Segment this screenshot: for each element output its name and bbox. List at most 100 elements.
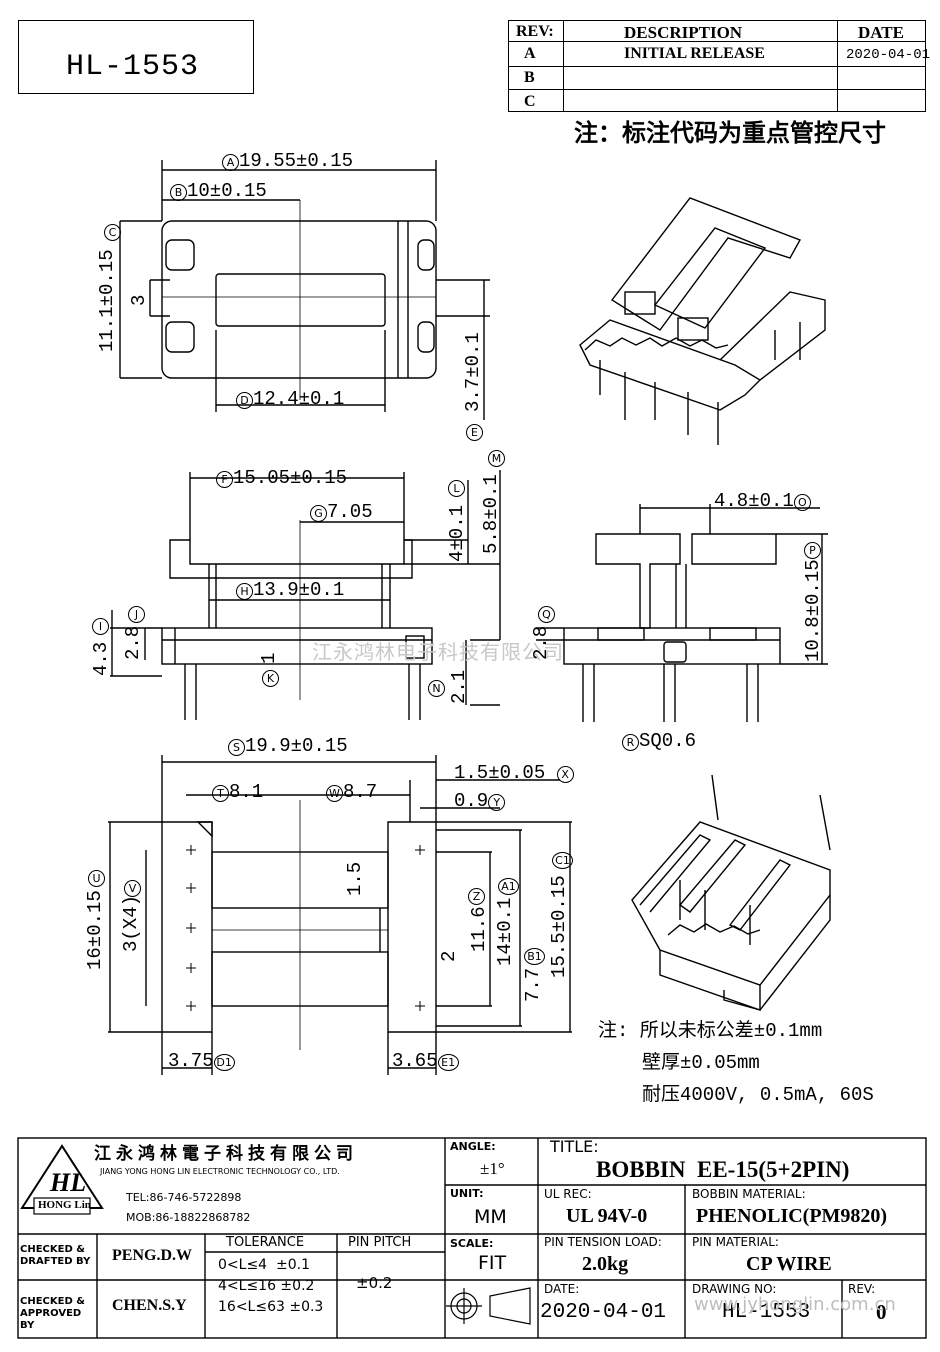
title-block-grid (17, 1137, 927, 1339)
rev-value: 0 (876, 1300, 887, 1324)
dim-u: 16±0.15 (84, 890, 106, 970)
iso-view-top (579, 197, 826, 445)
rev-a-description: INITIAL RELEASE (624, 45, 765, 62)
dim-a1-code: A1 (498, 876, 519, 895)
dim-p: 10.8±0.15 (802, 559, 824, 662)
dim-m-code: M (488, 448, 505, 467)
title-value: BOBBIN EE-15(5+2PIN) (596, 1157, 850, 1182)
date-value: 2020-04-01 (540, 1301, 667, 1324)
dim-k: 1 (258, 652, 280, 664)
angle-label: ANGLE: (450, 1140, 496, 1153)
rev-a-date: 2020-04-01 (846, 47, 931, 63)
angle-value: ±1° (480, 1159, 505, 1178)
side-view (536, 504, 828, 722)
company-name-cn: 江永鸿林電子科技有限公司 (94, 1144, 358, 1164)
url-watermark: www.jyhonglin.com.cn (694, 1294, 896, 1315)
dim-c-code: C (104, 222, 121, 241)
top-view (119, 160, 490, 420)
scale-value: FIT (478, 1252, 507, 1274)
dim-i: 4.3 (90, 641, 112, 676)
unit-value: MM (474, 1206, 507, 1228)
dim-v-code: V (124, 878, 141, 897)
key-note: 注：标注代码为重点管控尺寸 (574, 119, 886, 147)
dim-b1: 7.7 (522, 967, 544, 1002)
company-logo (20, 1144, 104, 1215)
rev-a: A (524, 45, 536, 62)
watermark: 江永鸿林电子科技有限公司 (312, 640, 564, 664)
projection-symbol (446, 1287, 531, 1325)
dim-gap-1-5: 1.5 (344, 861, 366, 896)
tolerance-label: TOLERANCE (226, 1235, 305, 1250)
dim-c1: 15.5±0.15 (548, 875, 570, 978)
company-mob: MOB:86-18822868782 (126, 1211, 251, 1224)
drawing-no-label: DRAWING NO: (692, 1282, 777, 1296)
tolerance-row-1: 0<L≤4 ±0.1 (218, 1257, 310, 1273)
dim-m: 5.8±0.1 (480, 474, 502, 554)
checked-drafted-label: CHECKED & DRAFTED BY (20, 1244, 91, 1267)
dim-x: 1.5±0.05 X (454, 764, 574, 783)
checked-approved-value: CHEN.S.Y (112, 1297, 187, 1314)
checked-approved-label: CHECKED & APPROVED BY (20, 1296, 85, 1331)
ul-label: UL REC: (544, 1187, 592, 1201)
rev-b: B (524, 69, 535, 86)
dim-l-code: L (448, 478, 465, 497)
dim-n-code: N (428, 678, 445, 697)
rev-header: REV: (516, 23, 554, 40)
drawing-no-value: HL-1553 (722, 1301, 811, 1324)
pin-pitch-value: ±0.2 (356, 1274, 393, 1292)
dim-z-code: Z (468, 886, 485, 905)
date-header: DATE (858, 23, 904, 42)
logo-text: HL (50, 1168, 87, 1197)
dim-l: 4±0.1 (446, 504, 468, 562)
scale-label: SCALE: (450, 1237, 494, 1250)
company-tel: TEL:86-746-5722898 (126, 1191, 242, 1204)
dim-c-inner: 3 (128, 294, 150, 306)
dim-gap-2: 2 (438, 950, 460, 962)
rev-c: C (524, 93, 536, 110)
checked-drafted-value: PENG.D.W (112, 1247, 192, 1264)
tolerance-row-2: 4<L≤16 ±0.2 (218, 1278, 315, 1294)
dim-n: 2.1 (448, 669, 470, 704)
iso-view-bottom (631, 774, 831, 1011)
note-line-2: 壁厚±0.05mm (642, 1052, 760, 1074)
tolerance-row-3: 16<L≤63 ±0.3 (218, 1299, 324, 1315)
pin-tension-label: PIN TENSION LOAD: (544, 1235, 662, 1249)
bottom-view (108, 755, 572, 1075)
dim-v: 3(X4) (120, 894, 142, 952)
date-label: DATE: (544, 1282, 580, 1296)
part-number-box (18, 20, 254, 94)
ul-value: UL 94V-0 (566, 1205, 648, 1227)
dim-i-code: I (92, 616, 109, 635)
dim-a1: 14±0.1 (494, 897, 516, 966)
dim-q: 2.8 (530, 625, 552, 660)
company-name-en: JIANG YONG HONG LIN ELECTRONIC TECHNOLOG… (100, 1167, 340, 1176)
unit-label: UNIT: (450, 1187, 484, 1200)
dim-c: 11.1±0.15 (96, 249, 118, 352)
part-number: HL-1553 (66, 50, 200, 84)
description-header: DESCRIPTION (624, 23, 743, 42)
dim-c1-code: C1 (552, 850, 573, 869)
pin-material-label: PIN MATERIAL: (692, 1235, 779, 1249)
title-label: TITLE: (550, 1137, 599, 1156)
front-view (110, 470, 501, 720)
dim-z: 11.6 (468, 906, 490, 952)
dim-e: 3.7±0.1 (462, 332, 484, 412)
dim-k-code: K (262, 668, 279, 687)
dim-j-code: J (128, 604, 145, 623)
dim-e-code: E (466, 422, 483, 441)
